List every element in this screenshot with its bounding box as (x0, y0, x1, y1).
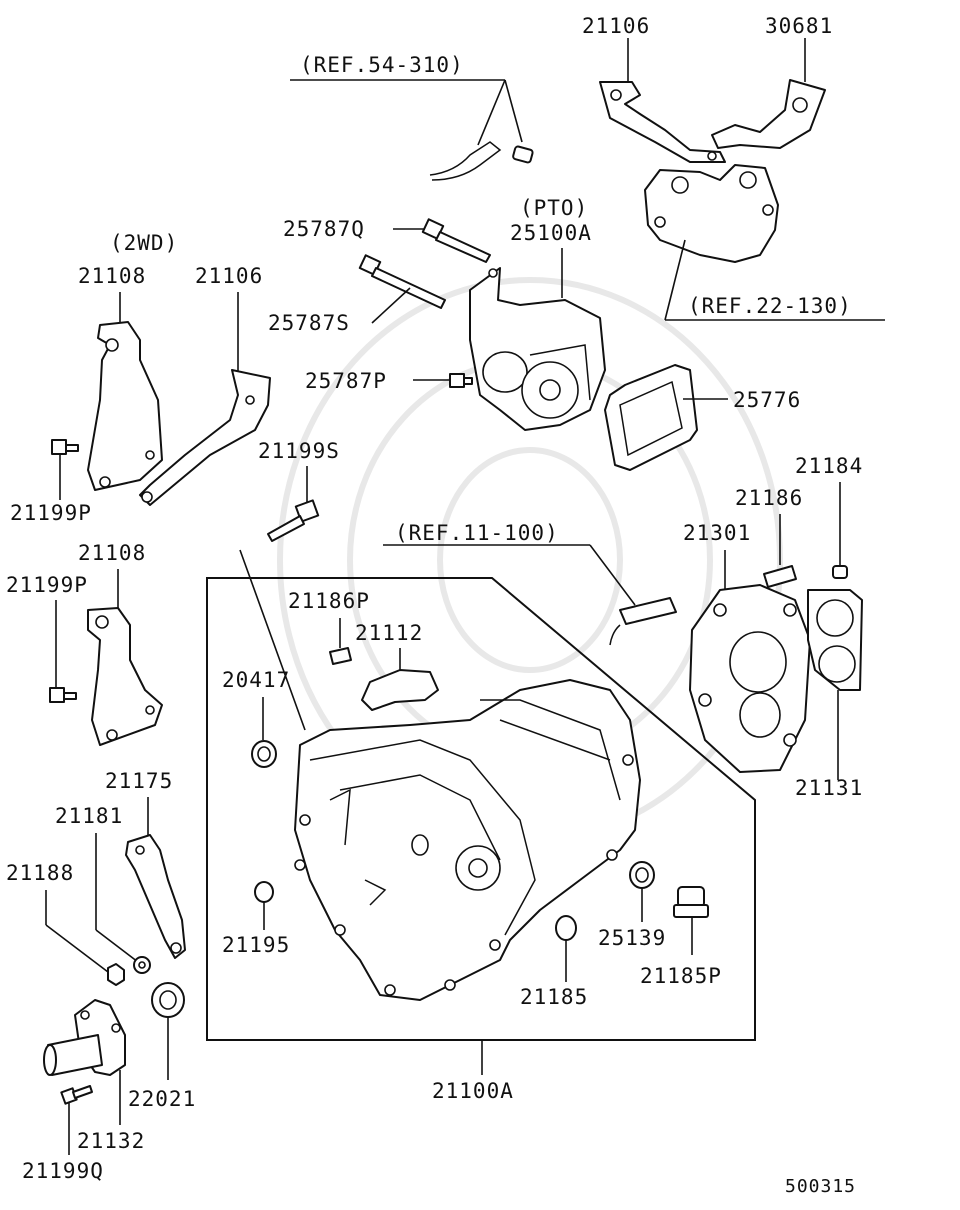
part-25100A-label: 25100A (510, 221, 592, 245)
bolt-25787S-part (358, 254, 446, 309)
bracket-21112-part (361, 669, 439, 711)
ref-54-310-label: (REF.54-310) (300, 53, 464, 77)
part-21199S-label: 21199S (258, 439, 340, 463)
part-21184-label: 21184 (795, 454, 863, 478)
part-21301-label: 21301 (683, 521, 751, 545)
bracket-21108-a-part (87, 321, 163, 491)
part-25787P-label: 25787P (305, 369, 387, 393)
part-25776-label: 25776 (733, 388, 801, 412)
bolt-25787Q-part (421, 218, 491, 263)
plug-21195-part (254, 881, 274, 903)
bolt-21199P-a-part (51, 439, 79, 455)
part-21186P-label: 21186P (288, 589, 370, 613)
bolt-21199P-b-part (49, 687, 77, 703)
part-21195-label: 21195 (222, 933, 290, 957)
part-21185P-label: 21185P (640, 964, 722, 988)
gasket-21131-part (807, 589, 863, 691)
part-21132-label: 21132 (77, 1129, 145, 1153)
part-21100A-label: 21100A (432, 1079, 514, 1103)
bracket-21106-top-part (599, 81, 726, 163)
part-30681-label: 30681 (765, 14, 833, 38)
part-21112-label: 21112 (355, 621, 423, 645)
pto-label: (PTO) (520, 196, 588, 220)
ref-22-130-label: (REF.22-130) (688, 294, 852, 318)
plug-21185-part (555, 915, 577, 941)
adapter-cover-ref-22-130-part (644, 164, 779, 263)
part-25139-label: 25139 (598, 926, 666, 950)
dowel-pin-21186P-part (329, 647, 352, 665)
bracket-21106-left-part (139, 369, 271, 506)
sensor-wire-part (290, 79, 534, 181)
part-21199Q-label: 21199Q (22, 1159, 104, 1183)
case-assembly-frame (206, 577, 756, 1041)
bracket-21108-b-part (87, 607, 163, 746)
screw-21184-part (832, 565, 848, 579)
part-25787Q-label: 25787Q (283, 217, 365, 241)
plug-21185P-part (673, 886, 709, 918)
nut-21188-part (107, 963, 125, 986)
part-25787S-label: 25787S (268, 311, 350, 335)
diagram-id-label: 500315 (785, 1176, 856, 1197)
part-20417-label: 20417 (222, 668, 290, 692)
part-21186-label: 21186 (735, 486, 803, 510)
ref-11-100-part (609, 597, 677, 646)
part-21199P-b-label: 21199P (6, 573, 88, 597)
part-21185-label: 21185 (520, 985, 588, 1009)
2wd-label: (2WD) (110, 231, 178, 255)
transmission-case-part (294, 679, 641, 1001)
part-21188-label: 21188 (6, 861, 74, 885)
dowel-pin-21186-part (763, 565, 797, 588)
part-21181-label: 21181 (55, 804, 123, 828)
ref-11-100-label: (REF.11-100) (395, 521, 559, 545)
part-21175-label: 21175 (105, 769, 173, 793)
bolt-21199S-part (267, 499, 320, 542)
seal-22021-part (151, 982, 185, 1018)
part-21131-label: 21131 (795, 776, 863, 800)
part-22021-label: 22021 (128, 1087, 196, 1111)
rear-cover-21301-part (689, 584, 811, 773)
bolt-25787P-part (449, 373, 473, 388)
part-21108-b-label: 21108 (78, 541, 146, 565)
seal-20417-part (251, 740, 277, 768)
release-fork-21175-part (125, 834, 186, 959)
seal-25139-part (629, 861, 655, 889)
part-21106-left-label: 21106 (195, 264, 263, 288)
bracket-30681-part (711, 79, 826, 149)
part-21199P-a-label: 21199P (10, 501, 92, 525)
part-21108-a-label: 21108 (78, 264, 146, 288)
gasket-25776-part (604, 364, 698, 471)
part-21106-top-label: 21106 (582, 14, 650, 38)
washer-21181-part (133, 956, 151, 974)
bolt-21199Q-part (60, 1085, 93, 1105)
front-bearing-retainer-21132-part (43, 999, 126, 1076)
pto-housing-part (469, 267, 606, 431)
